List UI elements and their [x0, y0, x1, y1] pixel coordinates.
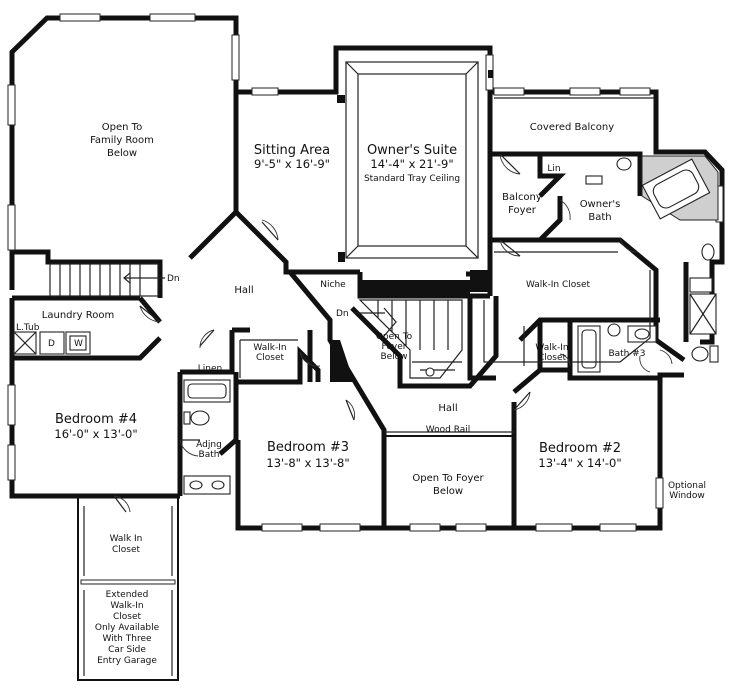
- walk-in-closet-main-label: Walk-In Closet: [526, 280, 591, 290]
- adjng-bath-line-2: Bath: [199, 450, 220, 460]
- niche-blocks: [330, 70, 493, 382]
- hall-upper-label: Hall: [234, 285, 253, 296]
- sitting-area-title: Sitting Area: [254, 143, 330, 158]
- hall-lower-label: Hall: [438, 403, 457, 414]
- extended-closet-line-5: With Three: [102, 634, 152, 644]
- room-labels: Open To Family Room Below Sitting Area 9…: [16, 122, 706, 666]
- open-family-line-2: Family Room: [90, 135, 154, 146]
- extended-closet-line-3: Closet: [113, 612, 142, 622]
- bedroom4-dims: 16'-0" x 13'-0": [54, 427, 137, 441]
- owners-bath-fixtures: [585, 155, 719, 363]
- laundry-fixtures: [13, 331, 91, 355]
- dn-upper-label: Dn: [167, 274, 180, 284]
- extended-closet-line-2: Walk-In: [110, 601, 143, 611]
- niche-label: Niche: [320, 280, 346, 290]
- lin-label: Lin: [547, 164, 560, 174]
- windows: [7, 13, 724, 585]
- bedroom4-title: Bedroom #4: [55, 412, 137, 427]
- bedroom3-title: Bedroom #3: [267, 440, 349, 455]
- linen-label: Linen: [198, 364, 222, 374]
- walkin-b3-line-1: Walk-In: [253, 343, 286, 353]
- walkin-b2-line-1: Walk-In: [535, 343, 568, 353]
- exterior-walls: [9, 15, 725, 681]
- door-swings: [113, 153, 673, 513]
- wood-rail-label: Wood Rail: [426, 425, 471, 435]
- washer-label: W: [74, 339, 83, 349]
- extended-closet-line-6: Car Side: [108, 645, 146, 655]
- walkin-b3-line-2: Closet: [256, 353, 285, 363]
- adjng-bath-fixtures: [183, 379, 231, 495]
- bedroom2-dims: 13'-4" x 14'-0": [538, 456, 621, 470]
- dryer-label: D: [48, 339, 55, 349]
- covered-balcony-label: Covered Balcony: [530, 122, 614, 133]
- extended-closet-line-1: Extended: [106, 590, 149, 600]
- bedroom3-dims: 13'-8" x 13'-8": [266, 456, 349, 470]
- open-family-line-3: Below: [107, 148, 137, 159]
- sitting-area-dims: 9'-5" x 16'-9": [254, 157, 330, 171]
- open-foyer-small-line-2: Foyer: [382, 342, 407, 352]
- open-foyer-large-line-2: Below: [433, 486, 463, 497]
- adjng-bath-line-1: Adjng: [196, 440, 222, 450]
- open-foyer-small-line-3: Below: [380, 352, 407, 362]
- walk-in-closet-lower-line-1: Walk In: [110, 534, 143, 544]
- balcony-foyer-line-1: Balcony: [502, 192, 542, 203]
- walk-in-closet-lower-line-2: Closet: [112, 545, 141, 555]
- balcony-foyer-line-2: Foyer: [508, 205, 537, 216]
- bath3-label: Bath #3: [608, 349, 645, 359]
- walkin-b2-line-2: Closet: [538, 353, 567, 363]
- extended-closet-line-7: Entry Garage: [97, 656, 157, 666]
- owners-suite-title: Owner's Suite: [367, 143, 457, 158]
- stairs-center: [355, 299, 463, 379]
- owners-bath-line-2: Bath: [588, 212, 611, 223]
- dn-center-label: Dn: [336, 309, 349, 319]
- owners-suite-dims: 14'-4" x 21'-9": [370, 157, 453, 171]
- owners-suite-note: Standard Tray Ceiling: [364, 174, 460, 184]
- open-foyer-small-line-1: Open To: [376, 332, 413, 342]
- extended-closet-line-4: Only Available: [95, 623, 160, 633]
- stairs-left: [49, 263, 165, 297]
- owners-bath-line-1: Owner's: [580, 199, 621, 210]
- open-foyer-large-line-1: Open To Foyer: [412, 473, 484, 484]
- tray-ceiling: [345, 61, 479, 259]
- laundry-label: Laundry Room: [42, 310, 114, 321]
- optional-window-line-1: Optional: [668, 481, 706, 491]
- bedroom2-title: Bedroom #2: [539, 441, 621, 456]
- bath3-fixtures: [577, 323, 657, 373]
- l-tub-label: L.Tub: [16, 323, 40, 333]
- open-family-line-1: Open To: [102, 122, 142, 133]
- optional-window-line-2: Window: [669, 491, 705, 501]
